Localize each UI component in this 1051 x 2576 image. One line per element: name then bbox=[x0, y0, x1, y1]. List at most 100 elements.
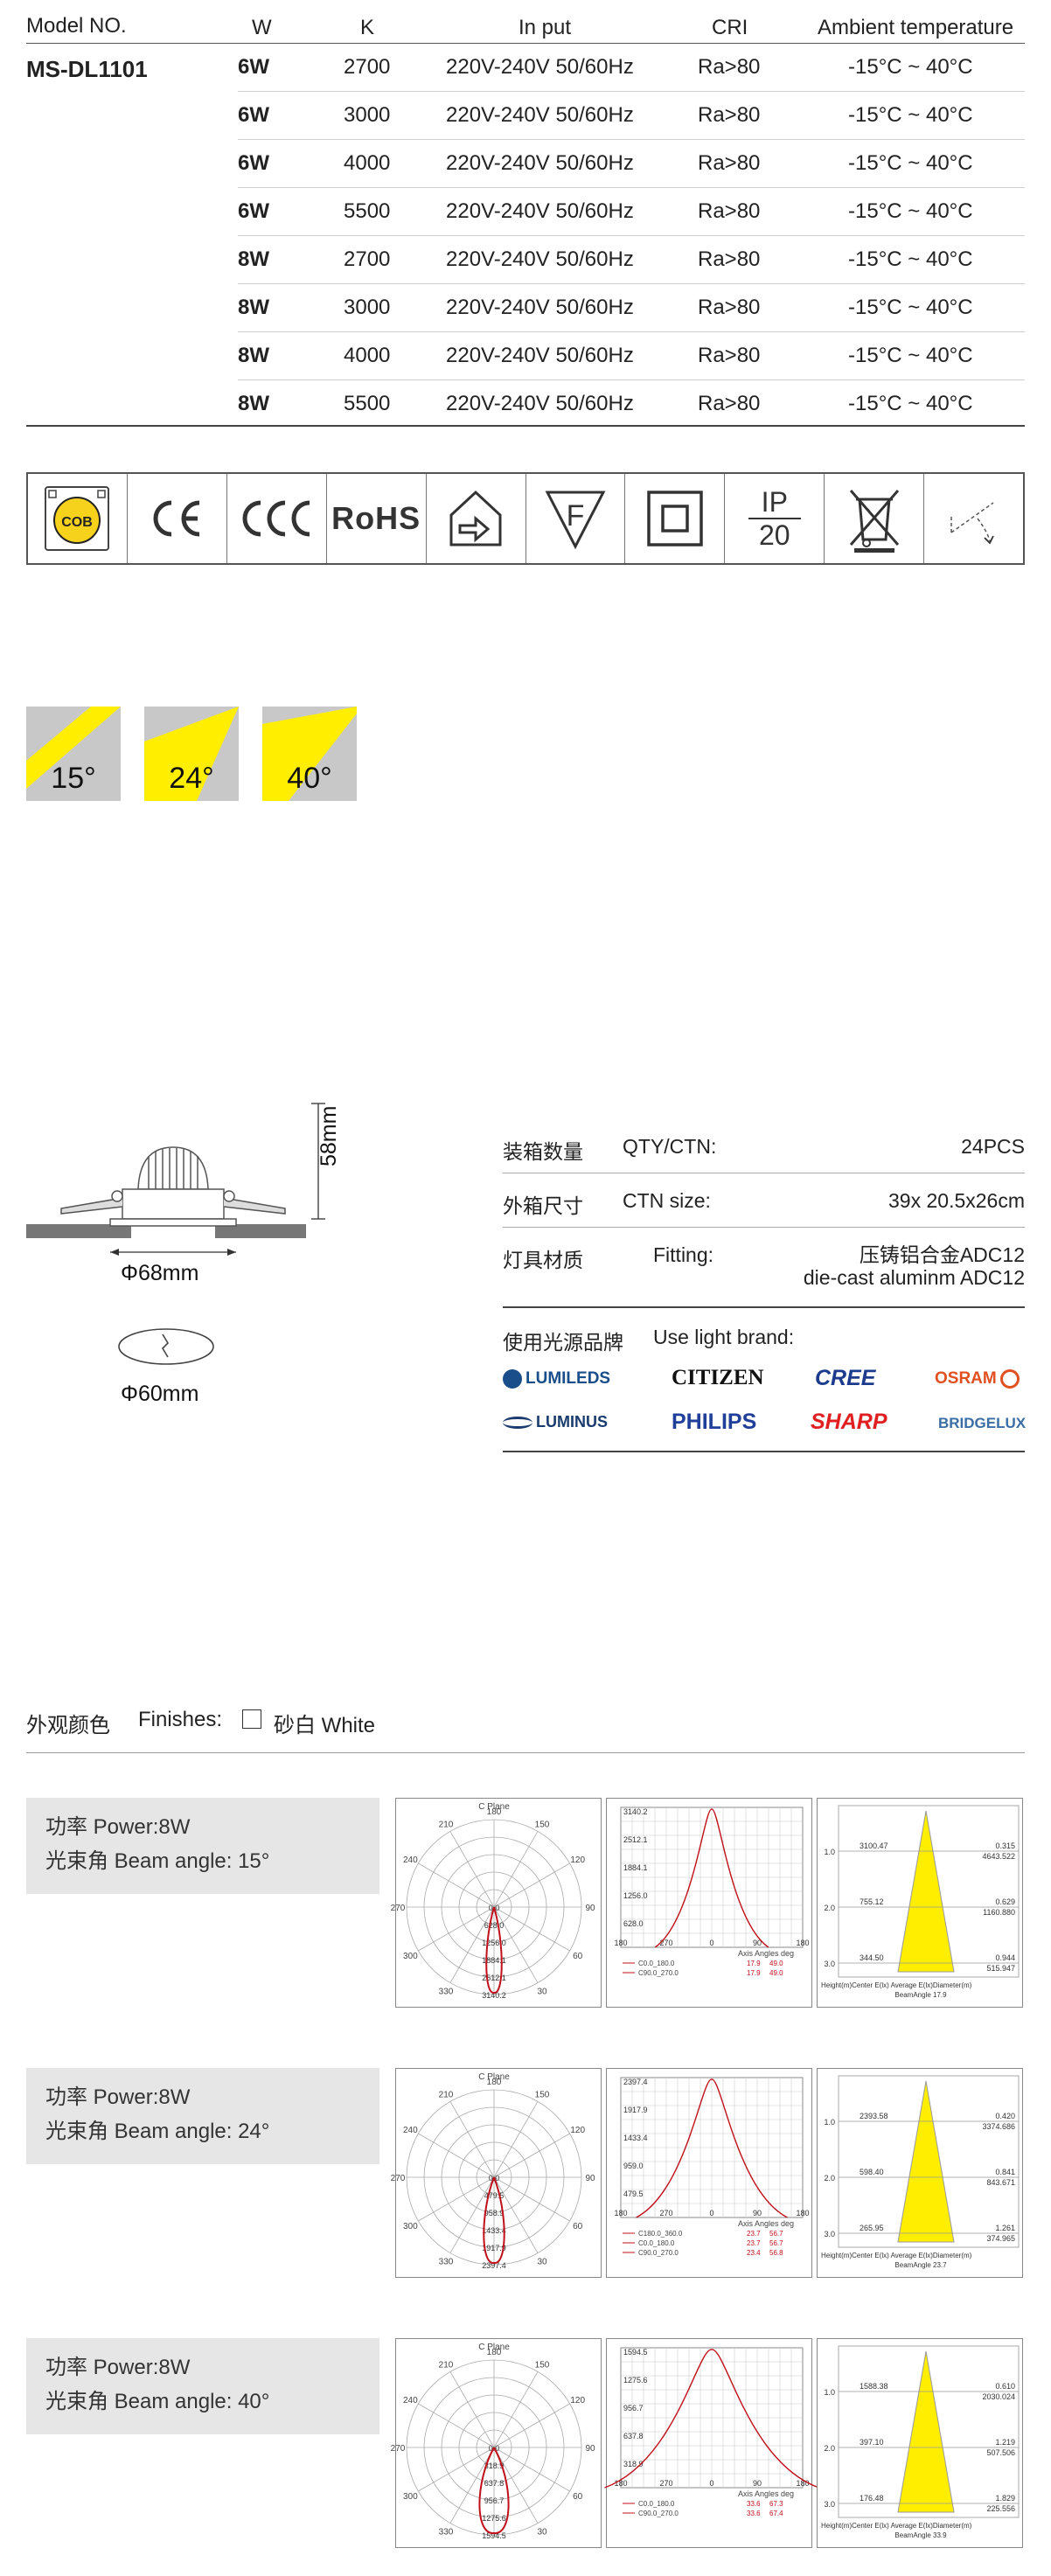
legend-value: 56.7 bbox=[769, 2230, 783, 2238]
fitting-value-en: die-cast aluminm ADC12 bbox=[803, 1266, 1025, 1289]
brand-philips: PHILIPS bbox=[672, 1410, 757, 1434]
y-tick-label: 1594.5 bbox=[623, 2348, 648, 2357]
polar-angle-label: 210 bbox=[439, 1820, 454, 1829]
legend-name: C0.0_180.0 bbox=[638, 2239, 675, 2247]
polar-spoke bbox=[493, 1906, 539, 1983]
cone-height: 2.0 bbox=[824, 2444, 835, 2453]
polar-intensity-curve bbox=[483, 2176, 505, 2264]
cell-cri: Ra>80 bbox=[698, 296, 761, 319]
polar-spoke bbox=[449, 1831, 495, 1908]
legend-name: C90.0_270.0 bbox=[638, 2510, 679, 2517]
tilt-angle-icon bbox=[924, 474, 1023, 563]
cone-average-lux: 515.947 bbox=[986, 1964, 1015, 1973]
brand-cree: CREE bbox=[815, 1366, 876, 1390]
double-insulation-icon bbox=[625, 474, 726, 563]
y-tick-label: 1256.0 bbox=[623, 1891, 648, 1900]
polar-spoke bbox=[418, 2403, 495, 2448]
polar-angle-label: 300 bbox=[403, 1952, 418, 1961]
polar-spoke bbox=[493, 2101, 539, 2178]
beam-cone-icon bbox=[144, 707, 239, 801]
cone-beam-angle: BeamAngle 23.7 bbox=[894, 2261, 947, 2269]
cone-diameter: 1.219 bbox=[995, 2438, 1015, 2447]
x-tick-label: 180 bbox=[614, 2209, 627, 2217]
y-tick-label: 1917.9 bbox=[623, 2106, 648, 2114]
polar-ring-label: 479.5 bbox=[484, 2191, 505, 2200]
legend-name: C90.0_270.0 bbox=[638, 2249, 679, 2257]
finish-label-cn: 外观颜色 bbox=[26, 1714, 110, 1737]
polar-spoke bbox=[449, 2101, 495, 2178]
polar-angle-label: 120 bbox=[570, 2396, 585, 2405]
y-tick-label: 1884.1 bbox=[623, 1863, 648, 1872]
spec-table: Model NO. W K In put CRI Ambient tempera… bbox=[26, 9, 1025, 428]
cell-w: 6W bbox=[238, 55, 269, 79]
polar-angle-label: 90 bbox=[585, 1904, 595, 1913]
cell-k: 3000 bbox=[344, 296, 391, 319]
x-tick-label: 180 bbox=[796, 1939, 809, 1947]
polar-angle-label: 90 bbox=[585, 2174, 595, 2183]
cell-ambient: -15°C ~ 40°C bbox=[848, 199, 973, 223]
polar-angle-label: 150 bbox=[535, 1820, 550, 1829]
polar-angle-label: 240 bbox=[403, 1855, 418, 1865]
ip-text: IP bbox=[761, 486, 788, 518]
cell-input: 220V-240V 50/60Hz bbox=[446, 247, 634, 271]
finish-white-checkbox[interactable] bbox=[242, 1709, 261, 1729]
qty-value: 24PCS bbox=[961, 1135, 1025, 1158]
beam-cone-icon bbox=[262, 707, 357, 801]
cutout-icon bbox=[118, 1328, 214, 1365]
polar-ring-label: 1433.4 bbox=[482, 2226, 506, 2235]
height-dimension-line bbox=[311, 1103, 325, 1220]
x-tick-label: 270 bbox=[659, 2479, 672, 2488]
polar-spoke bbox=[418, 1906, 495, 1952]
spec-header-row: Model NO. W K In put CRI Ambient tempera… bbox=[26, 9, 1025, 44]
power-text: 功率 Power:8W bbox=[45, 2356, 191, 2379]
rohs-text: RoHS bbox=[331, 500, 421, 536]
polar-spoke bbox=[493, 2176, 570, 2222]
cone-diameter: 1.261 bbox=[995, 2224, 1015, 2232]
polar-angle-label: 330 bbox=[439, 2258, 454, 2267]
power-text: 功率 Power:8W bbox=[45, 2085, 191, 2109]
y-tick-label: 637.8 bbox=[623, 2432, 644, 2440]
cone-average-lux: 2030.024 bbox=[982, 2392, 1015, 2401]
light-brands: 使用光源品牌 Use light brand: LUMILEDS CITIZEN… bbox=[503, 1308, 1027, 1452]
polar-title: C Plane bbox=[478, 1802, 510, 1812]
cell-w: 6W bbox=[238, 151, 269, 175]
polar-angle-label: 210 bbox=[439, 2360, 454, 2370]
indoor-use-icon bbox=[427, 474, 526, 563]
cell-k: 2700 bbox=[344, 247, 391, 271]
brand-bridgelux: BRIDGELUX bbox=[938, 1415, 1027, 1431]
ce-mark-icon bbox=[128, 474, 227, 563]
legend-value: 33.6 bbox=[747, 2500, 761, 2508]
model-number: MS-DL1101 bbox=[26, 56, 148, 82]
legend-value: 33.6 bbox=[747, 2510, 761, 2517]
polar-angle-label: 120 bbox=[570, 2126, 585, 2135]
cone-average-lux: 507.506 bbox=[986, 2448, 1015, 2457]
brand-luminus: LUMINUS bbox=[503, 1413, 608, 1431]
cell-k: 3000 bbox=[344, 103, 391, 127]
fitting-row: 灯具材质 Fitting: 压铸铝合金ADC12 die-cast alumin… bbox=[503, 1228, 1025, 1308]
dimension-drawing: 58mm Φ68mm Φ60mm bbox=[26, 1093, 341, 1425]
cell-w: 8W bbox=[238, 344, 269, 367]
ccc-mark-icon bbox=[227, 474, 327, 563]
cone-center-lux: 1588.38 bbox=[860, 2382, 888, 2391]
cell-k: 4000 bbox=[344, 151, 391, 175]
polar-angle-label: 60 bbox=[573, 1952, 583, 1961]
cone-height: 2.0 bbox=[824, 2174, 835, 2183]
polar-angle-label: 180 bbox=[487, 2078, 502, 2087]
cone-center-lux: 397.10 bbox=[860, 2438, 884, 2447]
cell-w: 6W bbox=[238, 103, 269, 127]
spec-divider bbox=[26, 425, 1025, 427]
cell-w: 6W bbox=[238, 199, 269, 223]
cell-w: 8W bbox=[238, 296, 269, 319]
cone-average-lux: 225.556 bbox=[986, 2504, 1015, 2513]
